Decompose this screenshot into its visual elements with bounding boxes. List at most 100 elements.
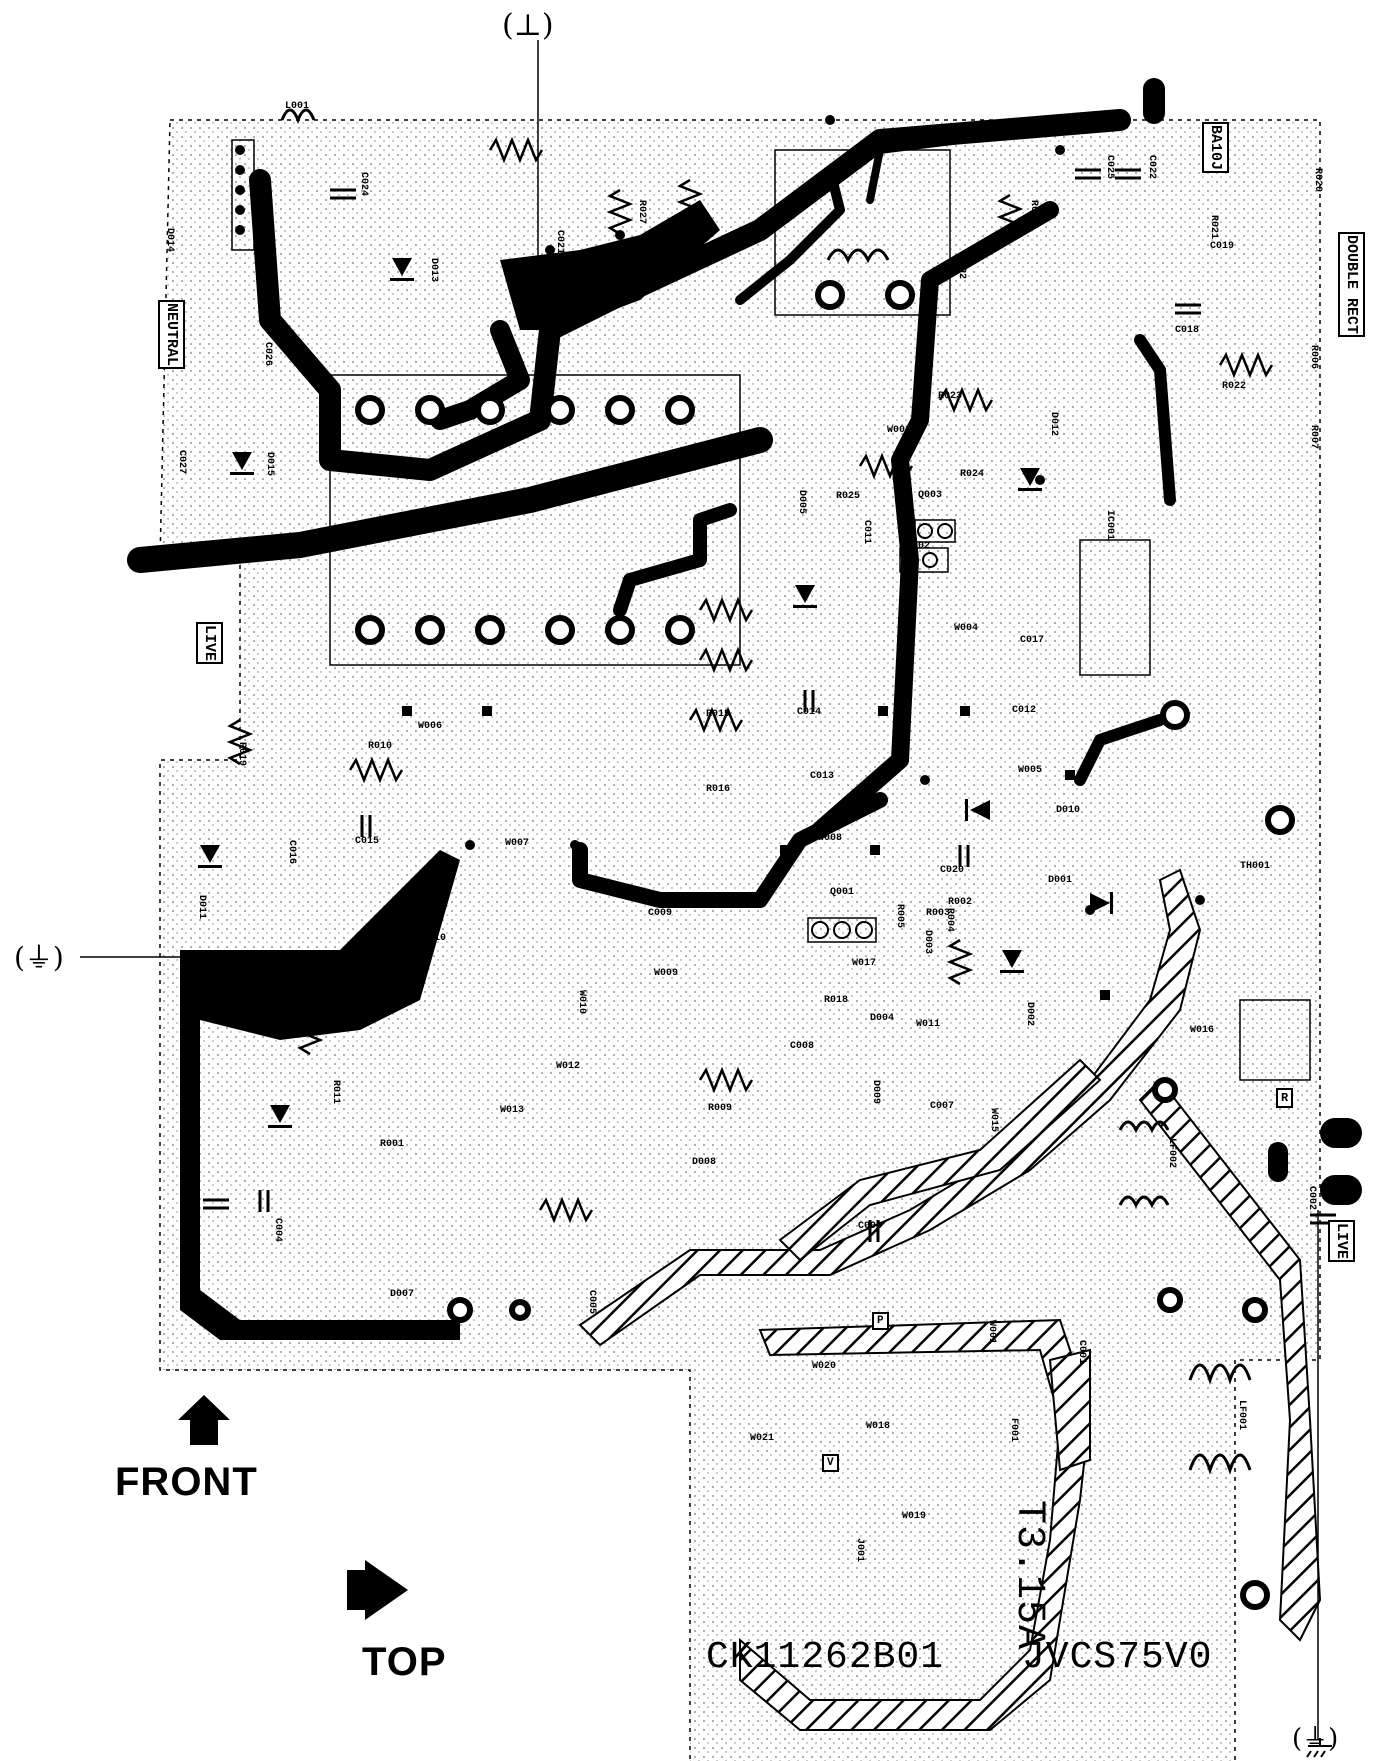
ref-r023: R023	[938, 391, 962, 402]
ref-r026: R026	[1028, 200, 1039, 224]
ref-d003: D003	[922, 930, 933, 954]
ref-c013: C013	[810, 771, 834, 782]
ref-d015: D015	[264, 452, 275, 476]
front-label: FRONT	[115, 1460, 258, 1504]
ref-l001: L001	[285, 101, 309, 112]
ref-r003: R003	[926, 908, 950, 919]
ref-c008: C008	[790, 1041, 814, 1052]
ref-c010: C010	[422, 933, 446, 944]
ref-w021: W021	[750, 1433, 774, 1444]
board-outline	[159, 119, 1321, 1761]
marker-r: R	[1276, 1088, 1294, 1108]
ref-j001: J001	[854, 1538, 865, 1562]
ref-c014: C014	[797, 707, 821, 718]
ref-d006: D006	[272, 1010, 283, 1034]
ba10j-label: BA10J	[1202, 122, 1229, 174]
ref-r015: R015	[706, 709, 730, 720]
ref-c005: C005	[586, 1290, 597, 1314]
ref-lf002: LF002	[1166, 1138, 1177, 1168]
ref-c003: C003	[858, 1221, 882, 1232]
copper-pour-top	[500, 200, 720, 330]
ref-d012: D012	[1048, 412, 1059, 436]
ref-r004: R004	[944, 908, 955, 932]
ref-w019: W019	[902, 1511, 926, 1522]
ref-c016: C016	[286, 840, 297, 864]
ref-c012: C012	[1012, 705, 1036, 716]
marker-p: P	[872, 1312, 889, 1330]
copper-pad-right-a	[1320, 1118, 1362, 1148]
neutral-label: NEUTRAL	[158, 300, 185, 370]
fuse-rating: T3.15A	[1006, 1500, 1051, 1651]
leader-lines	[80, 40, 1319, 1740]
ref-w012: W012	[556, 1061, 580, 1072]
ref-th001: TH001	[1240, 861, 1270, 872]
ref-c022: C022	[1146, 155, 1157, 179]
ref-c011: C011	[861, 520, 872, 544]
heavy-traces	[127, 109, 1176, 908]
arrow-right-icon	[347, 1560, 408, 1620]
ref-c007: C007	[930, 1101, 954, 1112]
hatched-traces	[578, 868, 1322, 1731]
ground-label-bottom: (⏚)	[1292, 1724, 1339, 1754]
ref-d007: D007	[390, 1289, 414, 1300]
small-pads	[235, 115, 1205, 1000]
ref-r018: R018	[824, 995, 848, 1006]
ref-w009: W009	[654, 968, 678, 979]
live-label-left: LIVE	[196, 622, 223, 665]
ref-w020: W020	[812, 1361, 836, 1372]
arrow-up-icon	[178, 1395, 230, 1445]
board-code: CK11262B01	[706, 1636, 945, 1679]
ref-d013: D013	[428, 258, 439, 282]
ground-label-top: (⊥)	[502, 8, 554, 43]
diodes	[198, 258, 1113, 1128]
transistor-pads	[811, 523, 953, 939]
ref-t002: T002	[956, 255, 967, 279]
ref-c009: C009	[648, 908, 672, 919]
ref-d005: D005	[796, 490, 807, 514]
ref-r022: R022	[1222, 381, 1246, 392]
resistors	[226, 136, 1274, 1224]
ref-r007: R007	[1308, 425, 1319, 449]
ref-r020: R020	[1312, 168, 1323, 192]
ref-r021: R021	[1208, 215, 1219, 239]
ref-r002: R002	[948, 897, 972, 908]
copper-pour-left	[180, 850, 460, 1340]
marker-v: V	[822, 1454, 839, 1472]
ref-lf001: LF001	[1236, 1400, 1247, 1430]
ref-w018: W018	[866, 1421, 890, 1432]
ref-c002: C002	[1306, 1186, 1317, 1210]
ref-d009: D009	[870, 1080, 881, 1104]
ref-d014: D014	[164, 228, 175, 252]
ref-w001: W001	[986, 1320, 997, 1344]
ref-c021: C021	[554, 230, 565, 254]
live-label-right: LIVE	[1328, 1220, 1355, 1263]
ref-c020: C020	[940, 865, 964, 876]
ref-c015: C015	[355, 836, 379, 847]
ref-w011: W011	[916, 1019, 940, 1030]
ref-r011: R011	[330, 1080, 341, 1104]
ref-w006: W006	[418, 721, 442, 732]
ref-r016: R016	[706, 784, 730, 795]
ref-f001: F001	[1008, 1418, 1019, 1442]
ref-r012: R012	[218, 1000, 229, 1024]
ref-r025: R025	[836, 491, 860, 502]
ground-symbol-icon	[1306, 1738, 1332, 1758]
ref-w003: W003	[887, 425, 911, 436]
ref-c017: C017	[1020, 635, 1044, 646]
ref-w005: W005	[1018, 765, 1042, 776]
ref-r019: R019	[236, 742, 247, 766]
through-hole-pads	[355, 280, 1295, 1610]
ref-w013: W013	[500, 1105, 524, 1116]
copper-pad-right-c	[1268, 1142, 1288, 1182]
top-label: TOP	[362, 1640, 447, 1684]
ref-d011: D011	[196, 895, 207, 919]
ref-c025: C025	[1104, 155, 1115, 179]
ref-w007: W007	[505, 838, 529, 849]
ref-r010: R010	[368, 741, 392, 752]
ref-d004: D004	[870, 1013, 894, 1024]
ground-label-left: (⏚)	[14, 941, 64, 974]
ref-c024: C024	[358, 172, 369, 196]
ref-c001: C001	[1076, 1340, 1087, 1364]
